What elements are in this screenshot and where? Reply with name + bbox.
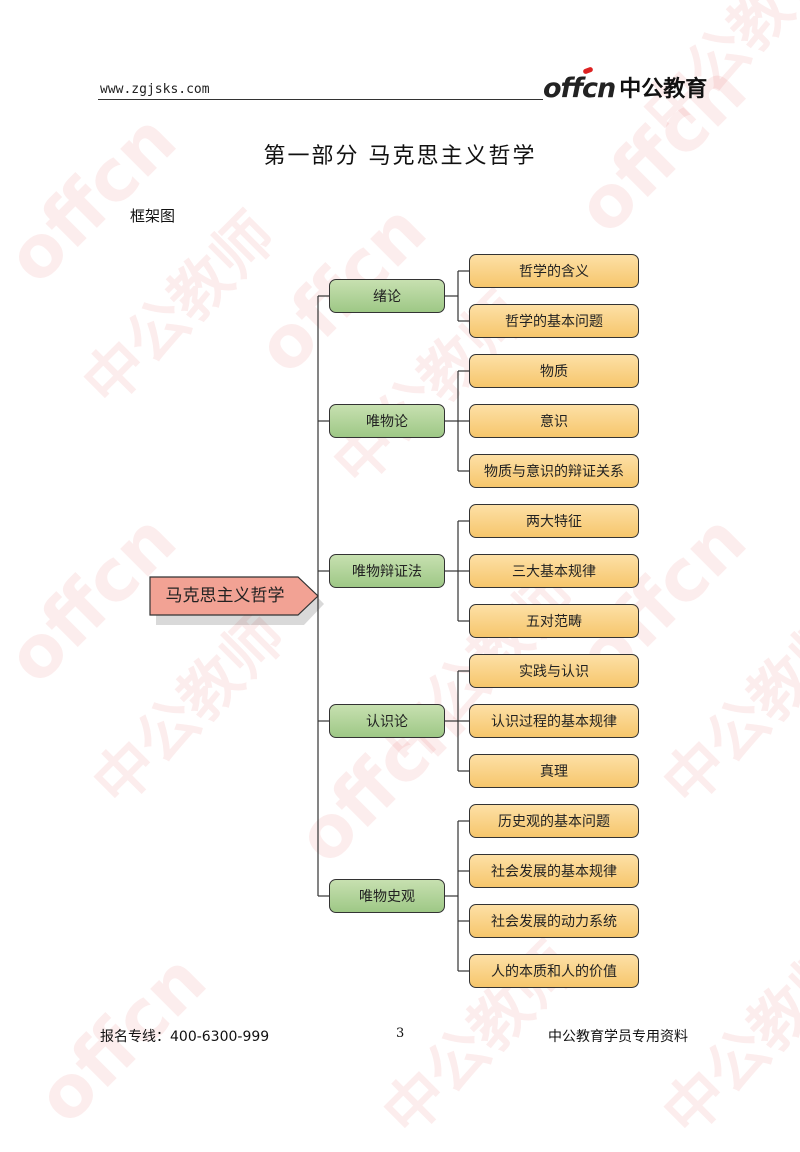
section-subtitle: 框架图 — [130, 207, 176, 225]
logo-cn-text: 中公教育 — [619, 77, 708, 102]
mindmap-branch-node: 唯物辩证法 — [329, 554, 445, 588]
mindmap-leaf-node: 意识 — [469, 404, 639, 438]
mindmap-leaf-node: 两大特征 — [469, 504, 639, 538]
mindmap-leaf-node: 历史观的基本问题 — [469, 804, 639, 838]
mindmap-connectors — [149, 270, 469, 972]
mindmap-leaf-node: 社会发展的基本规律 — [469, 854, 639, 888]
footer-hotline: 报名专线：400-6300-999 — [100, 1029, 270, 1045]
mindmap-leaf-node: 社会发展的动力系统 — [469, 904, 639, 938]
mindmap-leaf-node: 人的本质和人的价值 — [469, 954, 639, 988]
mindmap-leaf-node: 哲学的含义 — [469, 254, 639, 288]
mindmap-leaf-node: 物质与意识的辩证关系 — [469, 454, 639, 488]
mindmap-leaf-node: 物质 — [469, 354, 639, 388]
mindmap-root-label: 马克思主义哲学 — [165, 586, 285, 606]
mindmap-leaf-node: 三大基本规律 — [469, 554, 639, 588]
root-node-shape — [149, 576, 319, 616]
footer-note: 中公教育学员专用资料 — [548, 1029, 688, 1045]
header-divider — [98, 99, 543, 100]
mindmap-leaf-node: 认识过程的基本规律 — [469, 704, 639, 738]
offcn-logo: offcn 中公教育 — [543, 66, 708, 104]
mindmap-leaf-node: 哲学的基本问题 — [469, 304, 639, 338]
mindmap-branch-node: 唯物论 — [329, 404, 445, 438]
header-url: www.zgjsks.com — [100, 82, 210, 97]
mindmap-root-node — [149, 576, 324, 625]
mindmap-branch-node: 唯物史观 — [329, 879, 445, 913]
mindmap-branch-node: 绪论 — [329, 279, 445, 313]
mindmap-leaf-node: 实践与认识 — [469, 654, 639, 688]
logo-latin-text: offcn — [543, 73, 616, 104]
mindmap-leaf-node: 真理 — [469, 754, 639, 788]
page-title: 第一部分 马克思主义哲学 — [263, 144, 537, 169]
mindmap-branch-node: 认识论 — [329, 704, 445, 738]
mindmap-leaf-node: 五对范畴 — [469, 604, 639, 638]
page-number: 3 — [396, 1026, 405, 1041]
